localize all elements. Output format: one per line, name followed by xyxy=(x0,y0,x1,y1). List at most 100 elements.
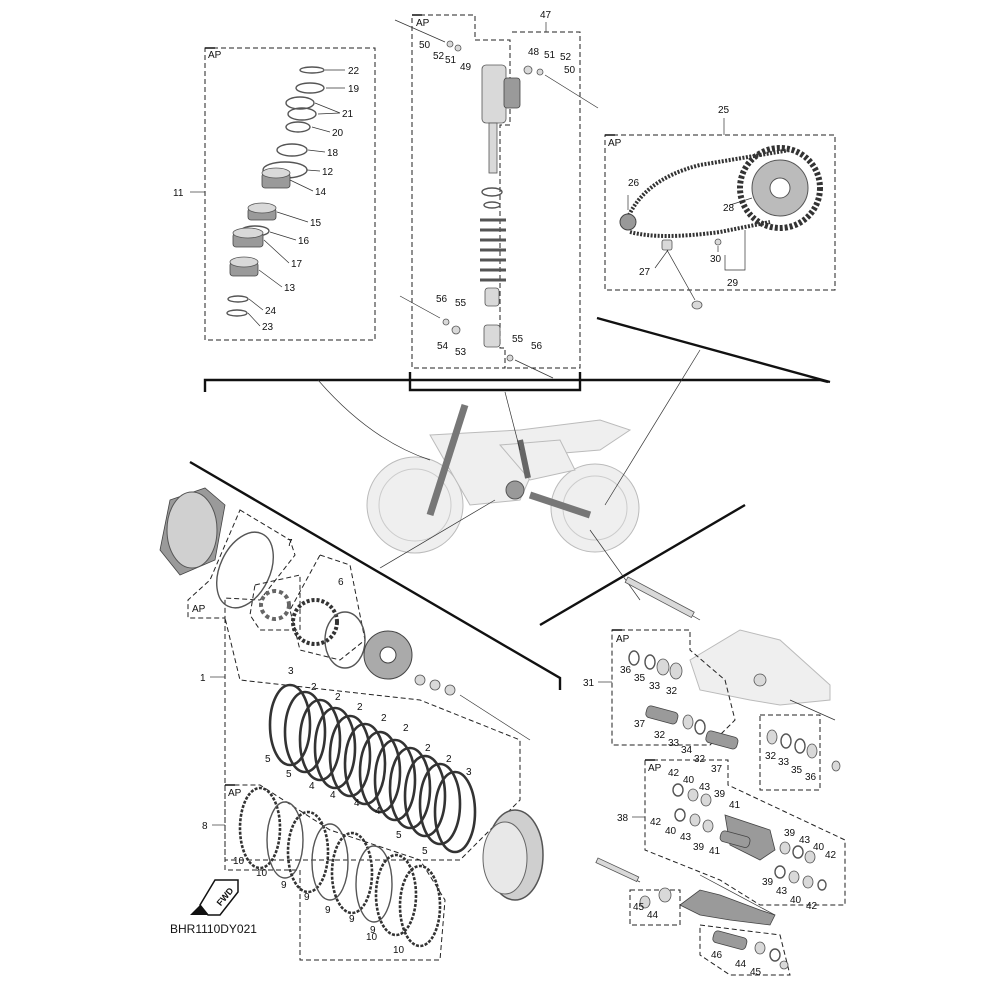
callout-42c: 42 xyxy=(825,850,837,861)
callout-46: 46 xyxy=(711,950,723,961)
callout-47: 47 xyxy=(540,10,552,21)
callout-19: 19 xyxy=(348,84,360,95)
callout-41b: 41 xyxy=(709,846,721,857)
callout-17: 17 xyxy=(291,259,303,270)
swingarm-linkage-group: AP 31 36 35 33 32 37 32 33 34 32 37 32 3… xyxy=(583,576,846,978)
callout-55b: 55 xyxy=(512,334,524,345)
callout-5c: 5 xyxy=(396,830,402,841)
callout-42d: 42 xyxy=(806,901,818,912)
callout-27: 27 xyxy=(639,267,651,278)
callout-2d: 2 xyxy=(381,713,387,724)
callout-18: 18 xyxy=(327,148,339,159)
callout-49: 49 xyxy=(460,62,472,73)
callout-56b: 56 xyxy=(531,341,543,352)
callout-25: 25 xyxy=(718,105,730,116)
callout-45: 45 xyxy=(633,902,645,913)
callout-42: 42 xyxy=(668,768,680,779)
callout-37: 37 xyxy=(634,719,646,730)
callout-23: 23 xyxy=(262,322,274,333)
callout-56: 56 xyxy=(436,294,448,305)
callout-14: 14 xyxy=(315,187,327,198)
callout-43d: 43 xyxy=(776,886,788,897)
callout-51b: 51 xyxy=(544,50,556,61)
callout-20: 20 xyxy=(332,128,344,139)
callout-12: 12 xyxy=(322,167,334,178)
callout-34: 34 xyxy=(681,745,693,756)
callout-39: 39 xyxy=(714,789,726,800)
callout-33b: 33 xyxy=(668,738,680,749)
callout-50: 50 xyxy=(419,40,431,51)
rear-shock-group: AP 47 50 52 51 49 48 51 52 50 56 55 54 5… xyxy=(394,10,599,379)
friction-plate-stack xyxy=(238,786,442,948)
callout-32: 32 xyxy=(666,686,678,697)
callout-2a: 2 xyxy=(311,682,317,693)
callout-35: 35 xyxy=(634,673,646,684)
callout-31: 31 xyxy=(583,678,595,689)
callout-9c: 9 xyxy=(325,905,331,916)
ap-label: AP xyxy=(192,604,206,615)
callout-45b: 45 xyxy=(750,967,762,978)
callout-22: 22 xyxy=(348,66,360,77)
callout-40b: 40 xyxy=(665,826,677,837)
callout-40c: 40 xyxy=(813,842,825,853)
callout-36b: 36 xyxy=(805,772,817,783)
callout-48: 48 xyxy=(528,47,540,58)
ap-label: AP xyxy=(648,763,662,774)
ap-label: AP xyxy=(608,138,622,149)
callout-39b: 39 xyxy=(693,842,705,853)
callout-4d: 4 xyxy=(375,806,381,817)
callout-53: 53 xyxy=(455,347,467,358)
callout-15: 15 xyxy=(310,218,322,229)
callout-4a: 4 xyxy=(309,781,315,792)
callout-36: 36 xyxy=(620,665,632,676)
clutch-plate-stack xyxy=(268,683,477,854)
callout-52b: 52 xyxy=(560,52,572,63)
callout-26: 26 xyxy=(628,178,640,189)
callout-32d: 32 xyxy=(765,751,777,762)
callout-55: 55 xyxy=(455,298,467,309)
callout-43: 43 xyxy=(699,782,711,793)
callout-10b: 10 xyxy=(256,868,268,879)
callout-2b: 2 xyxy=(335,692,341,703)
drive-chain-group: AP 25 26 28 27 30 29 xyxy=(604,105,836,310)
callout-38: 38 xyxy=(617,813,629,824)
callout-10d: 10 xyxy=(393,945,405,956)
callout-21: 21 xyxy=(342,109,354,120)
callout-30: 30 xyxy=(710,254,722,265)
callout-32c: 32 xyxy=(694,754,706,765)
callout-32b: 32 xyxy=(654,730,666,741)
front-fork-seal-group: AP 22 19 21 20 18 12 14 15 16 17 13 24 2… xyxy=(173,47,376,341)
callout-16: 16 xyxy=(298,236,310,247)
callout-44b: 44 xyxy=(735,959,747,970)
ap-label: AP xyxy=(416,18,430,29)
callout-52: 52 xyxy=(433,51,445,62)
callout-9a: 9 xyxy=(281,880,287,891)
callout-9b: 9 xyxy=(304,892,310,903)
clutch-group: AP 7 6 1 xyxy=(159,487,544,961)
callout-37b: 37 xyxy=(711,764,723,775)
group-connector-lines xyxy=(189,316,831,690)
callout-44: 44 xyxy=(647,910,659,921)
ap-label: AP xyxy=(228,788,242,799)
callout-2f: 2 xyxy=(425,743,431,754)
callout-13: 13 xyxy=(284,283,296,294)
callout-43b: 43 xyxy=(680,832,692,843)
diagram-code: BHR1110DY021 xyxy=(170,922,257,936)
callout-2g: 2 xyxy=(446,754,452,765)
callout-5b: 5 xyxy=(286,769,292,780)
callout-2c: 2 xyxy=(357,702,363,713)
callout-41: 41 xyxy=(729,800,741,811)
ap-label: AP xyxy=(208,50,222,61)
callout-9e: 9 xyxy=(370,925,376,936)
callout-7: 7 xyxy=(287,538,293,549)
callout-54: 54 xyxy=(437,341,449,352)
callout-50b: 50 xyxy=(564,65,576,76)
fwd-arrow-icon: FWD xyxy=(190,879,239,916)
callout-24: 24 xyxy=(265,306,277,317)
ap-label: AP xyxy=(616,634,630,645)
callout-35b: 35 xyxy=(791,765,803,776)
motorcycle-illustration xyxy=(366,403,640,554)
callout-28: 28 xyxy=(723,203,735,214)
callout-10c: 10 xyxy=(366,932,378,943)
